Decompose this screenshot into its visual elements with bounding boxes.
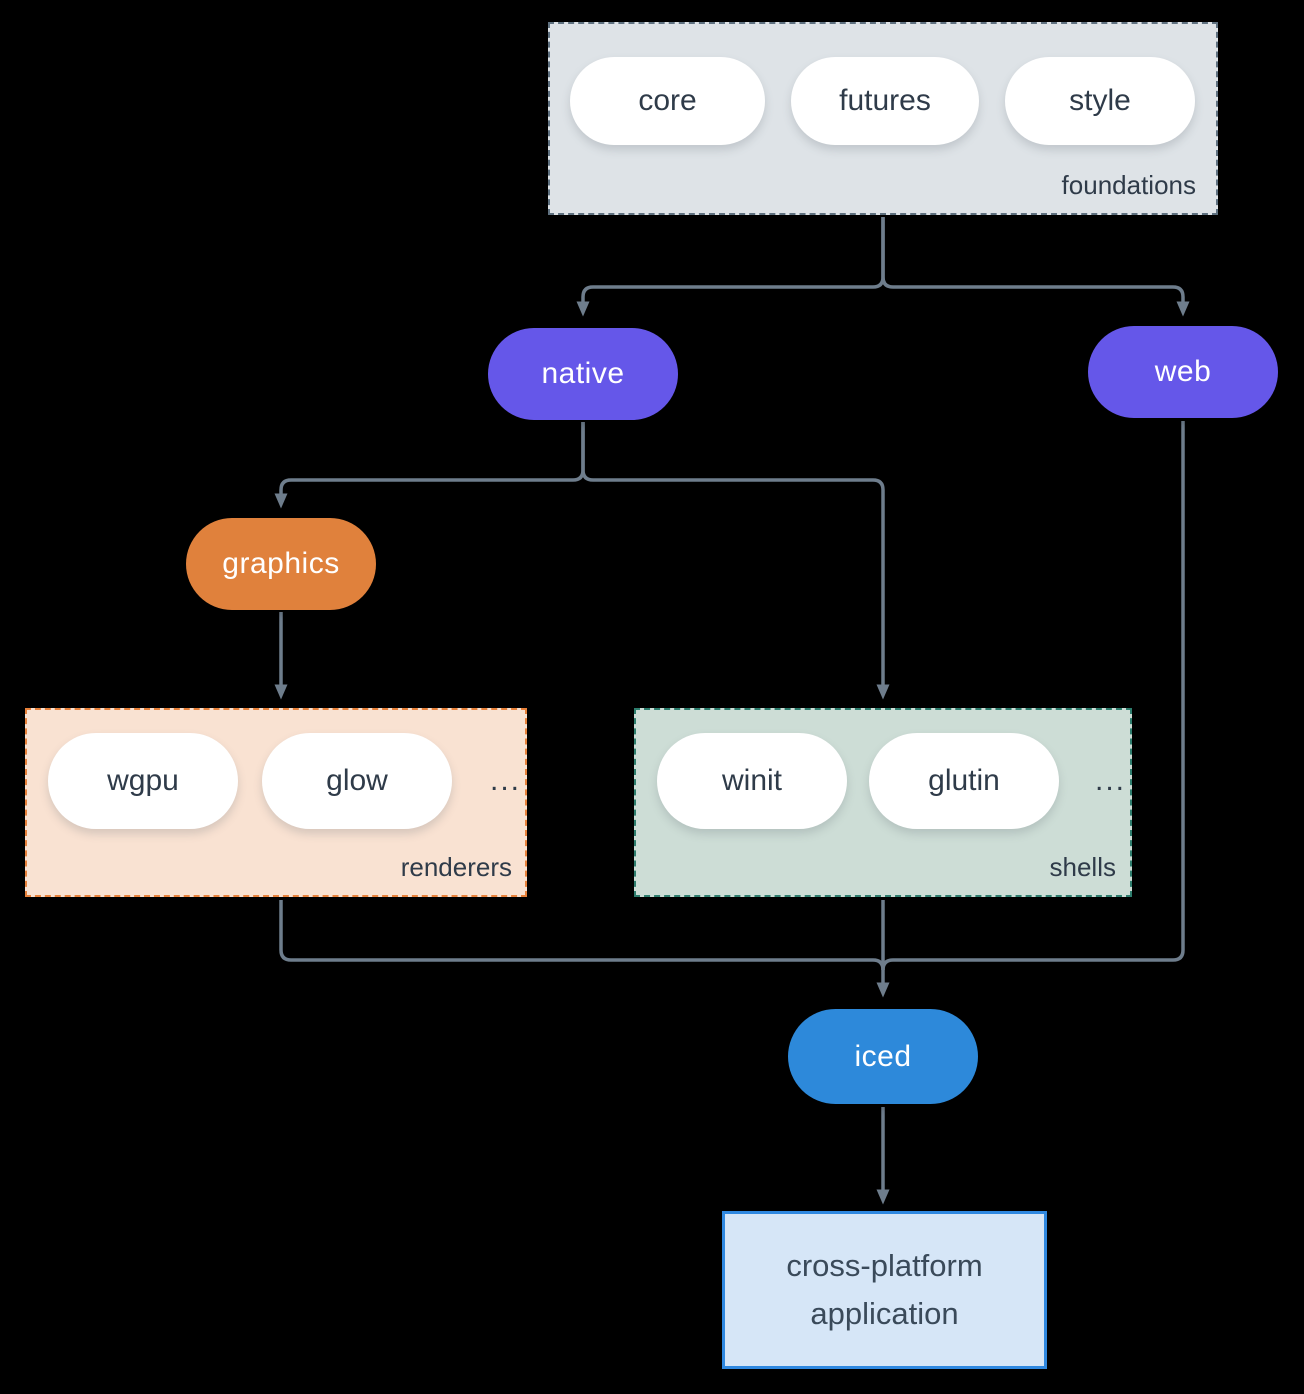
foundations-group-label: foundations	[1061, 170, 1196, 200]
node-pill-style: style	[1005, 57, 1195, 145]
node-label-graphics: graphics	[222, 547, 340, 580]
node-label-style: style	[1069, 84, 1131, 117]
application-label: cross-platform application	[786, 1248, 983, 1331]
renderers-pill-row: wgpu glow ...	[48, 733, 525, 829]
node-pill-glow: glow	[262, 733, 452, 829]
node-pill-iced: iced	[788, 1009, 978, 1104]
node-label-web: web	[1154, 355, 1212, 388]
shells-group: winit glutin ... shells	[634, 708, 1132, 897]
node-pill-web: web	[1088, 326, 1278, 418]
renderers-group-label: renderers	[400, 852, 512, 882]
node-label-wgpu: wgpu	[107, 764, 179, 797]
node-pill-native: native	[488, 328, 678, 420]
renderers-group: wgpu glow ... renderers	[25, 708, 527, 897]
shells-group-label: shells	[1049, 852, 1116, 882]
node-label-winit: winit	[721, 764, 782, 797]
shells-ellipsis: ...	[1095, 764, 1127, 797]
node-pill-core: core	[570, 57, 765, 145]
node-label-native: native	[541, 357, 625, 390]
node-label-iced: iced	[854, 1039, 912, 1073]
node-label-core: core	[638, 84, 697, 117]
shells-pill-row: winit glutin ...	[657, 733, 1130, 829]
node-label-glow: glow	[326, 764, 388, 797]
node-pill-graphics: graphics	[186, 518, 376, 610]
node-pill-wgpu: wgpu	[48, 733, 238, 829]
node-pill-glutin: glutin	[869, 733, 1059, 829]
node-pill-winit: winit	[657, 733, 847, 829]
node-label-glutin: glutin	[928, 764, 1000, 797]
node-label-futures: futures	[839, 84, 931, 117]
foundations-group: core futures style foundations	[548, 22, 1218, 215]
application-box: cross-platform application	[722, 1211, 1047, 1369]
foundations-pill-row: core futures style	[570, 57, 1216, 145]
renderers-ellipsis: ...	[490, 764, 522, 797]
node-pill-futures: futures	[791, 57, 979, 145]
